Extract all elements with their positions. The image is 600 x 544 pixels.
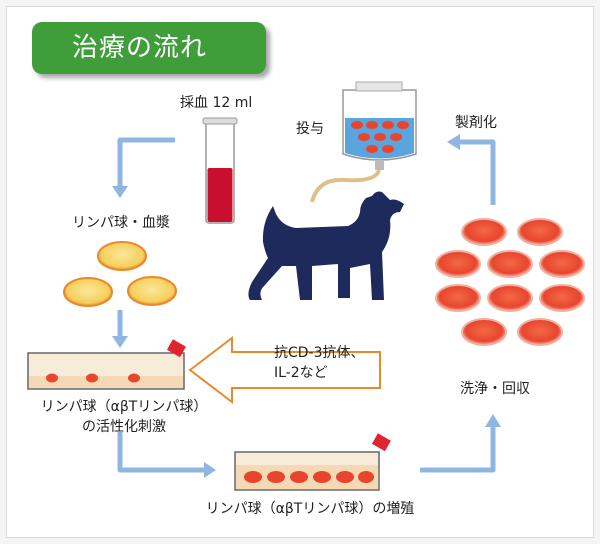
step-formulation: 製剤化 [455, 115, 497, 131]
arrow-head-5 [447, 134, 460, 150]
lymph-cell [97, 241, 147, 271]
step-blood-draw: 採血 12 ml [180, 95, 253, 111]
petri-cell-icon [435, 218, 585, 346]
arrow-to-separation [117, 137, 175, 188]
lymphocyte-cells [63, 241, 177, 307]
reagent-callout-arrow [188, 335, 381, 405]
flow-arrows [117, 137, 496, 473]
step-administration: 投与 [296, 121, 324, 137]
reagent-label: 抗CD-3抗体、 IL-2など [274, 343, 365, 383]
dog-icon [248, 191, 404, 300]
step-separation: リンパ球・血漿 [72, 215, 170, 231]
flask-icon [27, 339, 186, 390]
lymph-cell [63, 277, 113, 307]
step-expansion: リンパ球（αβTリンパ球）の増殖 [205, 501, 415, 517]
arrow-to-wash [420, 425, 496, 473]
arrow-heads [112, 134, 501, 478]
arrow-to-expansion [117, 432, 206, 473]
arrow-head-3 [204, 462, 216, 478]
iv-bag-icon [310, 81, 417, 203]
lymph-cell [127, 276, 177, 306]
page-title: 治療の流れ [32, 22, 266, 74]
step-activation-line1: リンパ球（αβTリンパ球） [40, 399, 208, 415]
step-wash: 洗浄・回収 [460, 381, 530, 397]
step-activation-line2: の活性化刺激 [82, 419, 166, 435]
arrow-head-4 [485, 414, 501, 427]
test-tube-icon [202, 117, 238, 224]
arrow-head-1 [112, 186, 128, 198]
arrow-head-2 [112, 336, 128, 348]
reagent-line2: IL-2など [274, 365, 328, 381]
reagent-line1: 抗CD-3抗体、 [274, 345, 365, 361]
arrow-to-formulation [458, 139, 496, 205]
flask-icon [234, 433, 391, 491]
